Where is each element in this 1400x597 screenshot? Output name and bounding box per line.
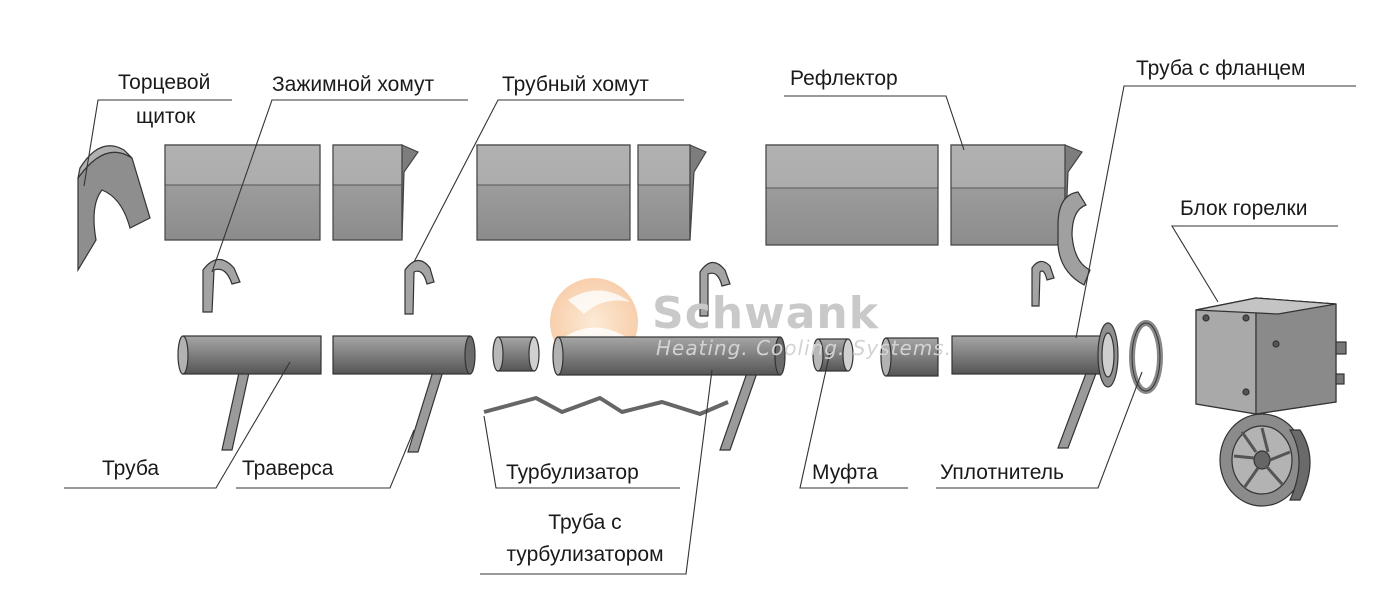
burner-block-icon xyxy=(1195,297,1347,507)
turbulator-icon xyxy=(483,396,729,416)
label-traverse: Траверса xyxy=(242,457,334,480)
watermark-tagline: Heating. Cooling. Systems. xyxy=(656,336,953,360)
label-turbulator-pipe-line2: турбулизатором xyxy=(506,543,664,566)
end-shield-right-icon xyxy=(1057,191,1091,286)
label-pipe-clamp: Трубный хомут xyxy=(502,73,649,96)
label-end-shield-line1: Торцевой xyxy=(118,71,211,94)
end-shield-icon xyxy=(77,145,151,273)
reflector-segments xyxy=(164,144,1083,246)
label-turbulator: Турбулизатор xyxy=(506,461,639,484)
watermark-brand: Schwank xyxy=(652,288,880,339)
label-pipe: Труба xyxy=(102,457,160,480)
clamps xyxy=(202,258,1055,317)
label-coupling: Муфта xyxy=(812,461,878,484)
label-flanged-pipe: Труба с фланцем xyxy=(1136,57,1306,80)
pipes xyxy=(177,322,1119,388)
traverses xyxy=(221,367,1099,453)
leader-lines xyxy=(64,85,1356,575)
label-end-shield-line2: щиток xyxy=(136,105,196,128)
label-burner-block: Блок горелки xyxy=(1180,197,1308,220)
label-reflector: Рефлектор xyxy=(790,67,898,90)
label-turbulator-pipe-line1: Труба с xyxy=(548,511,622,534)
seal-ring-icon xyxy=(1129,320,1163,394)
label-clamp: Зажимной хомут xyxy=(272,73,435,96)
label-seal: Уплотнитель xyxy=(940,461,1064,484)
